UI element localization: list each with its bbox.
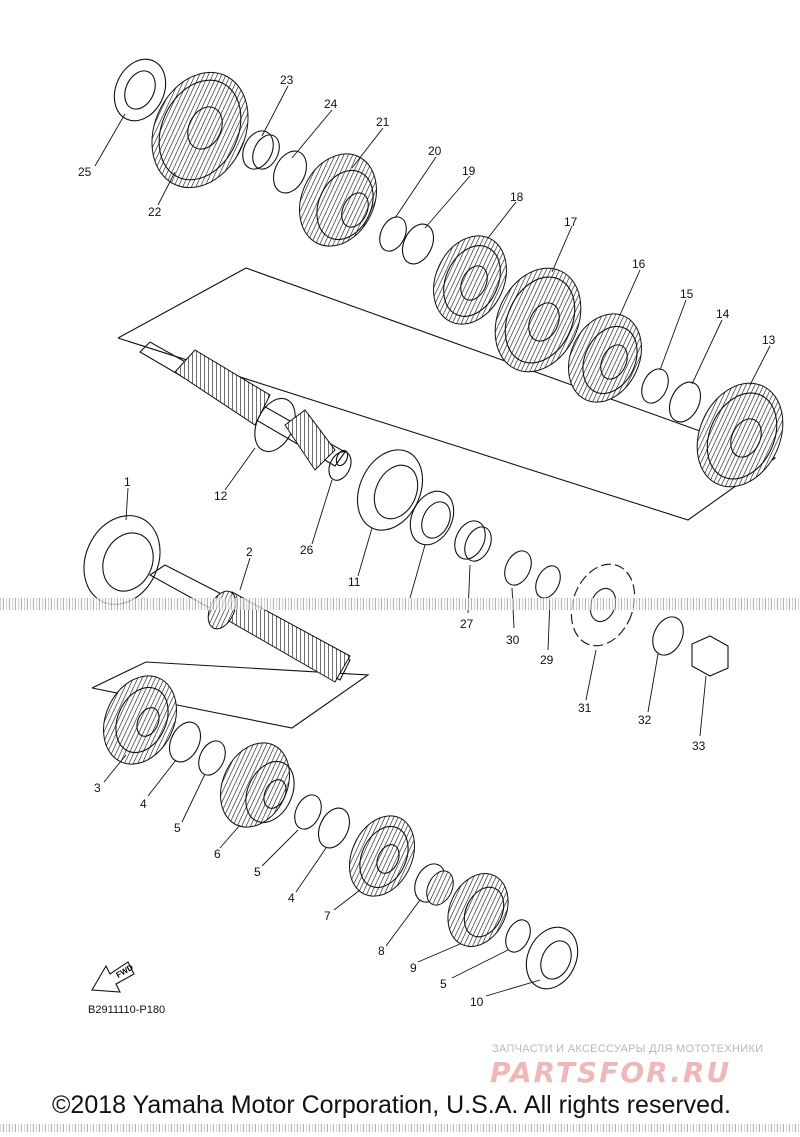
callout-9: 9	[410, 961, 417, 975]
gear-21	[299, 153, 377, 247]
fwd-label: FWD	[115, 963, 135, 980]
callout-14: 14	[716, 307, 730, 321]
callout-27: 27	[460, 617, 474, 631]
gear-9	[447, 873, 509, 947]
scan-noise-band	[0, 598, 800, 610]
callout-10: 10	[470, 995, 484, 1009]
watermark-tagline: ЗАПЧАСТИ И АКСЕССУАРЫ ДЛЯ МОТОТЕХНИКИ	[492, 1043, 764, 1055]
bearing-10	[525, 926, 579, 990]
circlip-20	[379, 216, 407, 252]
main-axle-group-outline	[117, 267, 777, 521]
callout-33: 33	[692, 739, 706, 753]
bearing-25	[113, 58, 167, 122]
gear-7	[349, 815, 415, 897]
washer-19	[401, 223, 435, 265]
needle-bearing-8	[414, 863, 454, 906]
washer-30	[504, 550, 532, 586]
callout-31: 31	[578, 701, 592, 715]
lock-washer-32	[652, 616, 684, 656]
circlip-5-middle	[294, 794, 322, 830]
circlip-15	[641, 368, 669, 404]
washer-4-upper	[168, 721, 202, 763]
callout-7: 7	[324, 909, 331, 923]
callout-4-lower: 4	[288, 891, 295, 905]
callout-29: 29	[540, 653, 554, 667]
callout-11: 11	[348, 575, 361, 589]
callout-2: 2	[246, 545, 253, 559]
drive-axle-group-outline	[91, 661, 370, 729]
callout-23: 23	[280, 73, 294, 87]
gear-6	[220, 742, 295, 828]
callout-5-middle: 5	[254, 865, 261, 879]
washer-24	[272, 150, 308, 194]
gear-17	[494, 267, 582, 373]
collar-27	[454, 520, 492, 562]
callout-25: 25	[78, 165, 92, 179]
callout-labels: 25 22 23 24 21 20 19 18 17 16 15 14 13 1…	[78, 73, 776, 1009]
diagram-code: B2911110-P180	[88, 1004, 166, 1016]
bushing-23	[242, 130, 280, 170]
callout-24: 24	[324, 97, 338, 111]
callout-5-lower: 5	[440, 977, 447, 991]
callout-20: 20	[428, 144, 442, 158]
o-ring-26	[328, 451, 352, 481]
callout-16: 16	[632, 257, 646, 271]
circlip-5-lower	[505, 919, 531, 953]
watermark-logo: PARTSFOR.RU	[490, 1056, 732, 1089]
gear-3	[103, 675, 177, 765]
circlip-29	[535, 565, 561, 599]
gear-16	[568, 313, 642, 403]
callout-26: 26	[300, 543, 314, 557]
gear-13	[696, 382, 784, 488]
washer-14	[668, 381, 702, 423]
callout-1: 1	[124, 475, 131, 489]
leader-lines	[94, 85, 771, 997]
callout-12: 12	[214, 489, 228, 503]
callout-19: 19	[462, 164, 476, 178]
callout-13: 13	[762, 333, 776, 347]
gear-18	[433, 235, 507, 325]
washer-4-lower	[317, 807, 351, 849]
callout-8: 8	[378, 944, 385, 958]
callout-21: 21	[376, 115, 390, 129]
callout-3: 3	[94, 781, 101, 795]
callout-15: 15	[680, 287, 694, 301]
callout-4-upper: 4	[140, 797, 147, 811]
gear-22	[151, 71, 249, 189]
oil-seal	[409, 490, 455, 546]
nut-33	[691, 635, 729, 677]
scan-noise-band-bottom	[0, 1124, 800, 1132]
callout-30: 30	[506, 633, 520, 647]
callout-6: 6	[214, 847, 221, 861]
callout-5-upper: 5	[174, 821, 181, 835]
callout-18: 18	[510, 190, 524, 204]
callout-22: 22	[148, 205, 162, 219]
bearing-11	[356, 449, 424, 531]
fwd-arrow-icon: FWD	[91, 961, 135, 993]
copyright-notice: ©2018 Yamaha Motor Corporation, U.S.A. A…	[52, 1091, 731, 1119]
callout-17: 17	[564, 215, 578, 229]
main-axle-12	[139, 341, 349, 471]
callout-32: 32	[638, 713, 652, 727]
